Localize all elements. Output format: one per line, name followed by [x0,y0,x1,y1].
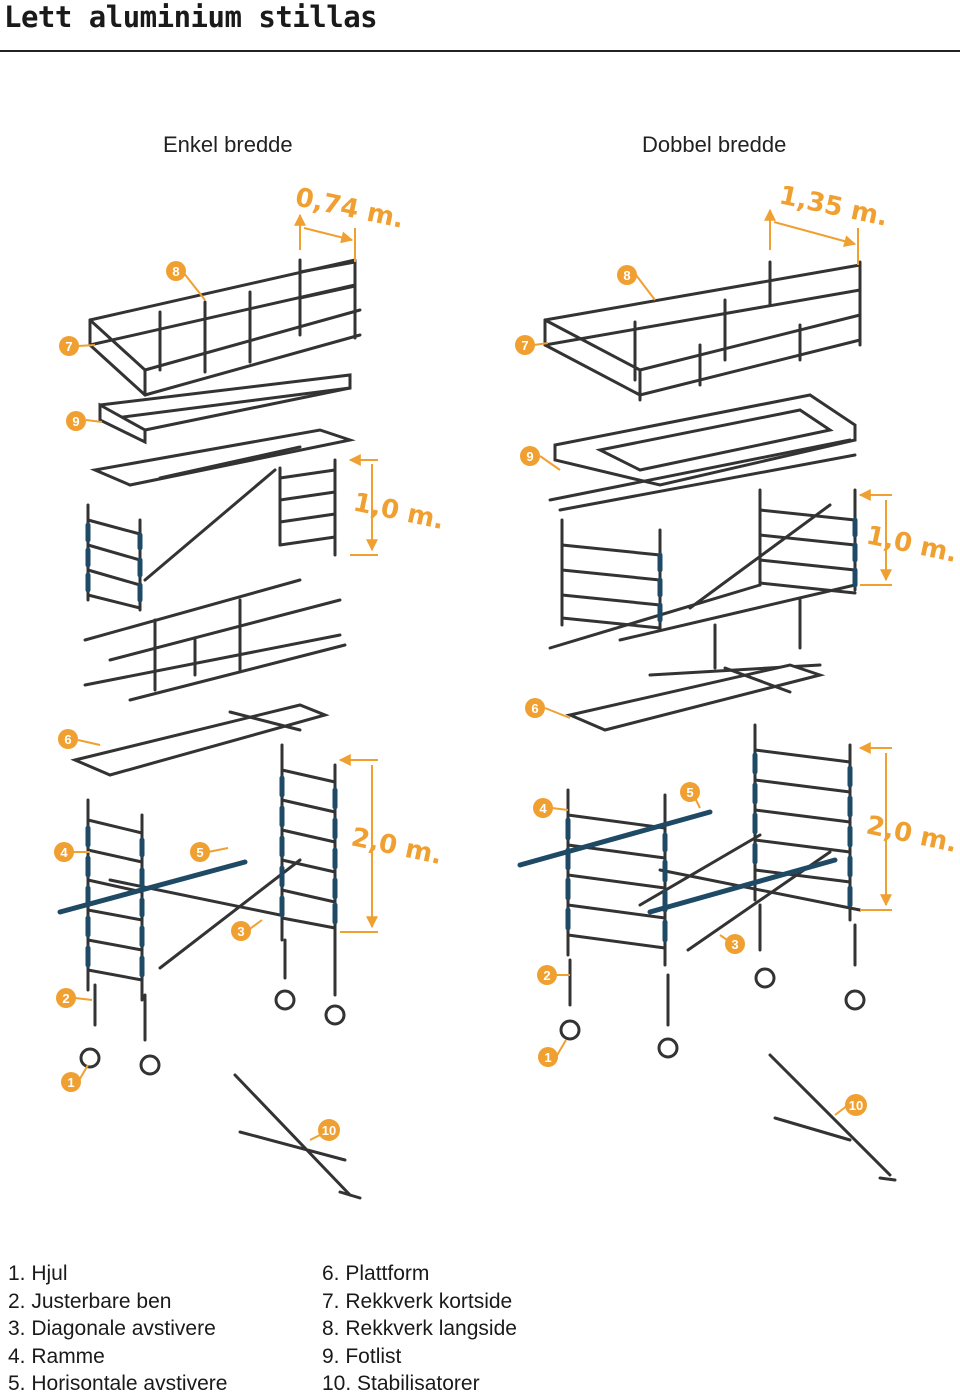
left-toeboard [98,373,352,445]
dim-frame-large-left: 2,0 m. [349,823,445,871]
svg-text:4: 4 [539,801,547,816]
right-guardrail-assembly [543,260,862,402]
left-guardrail-assembly [88,258,362,397]
double-width-heading: Dobbel bredde [642,132,787,157]
dim-double-width: 1,35 m. [777,181,891,233]
legend-item: 6. Plattform [322,1262,430,1285]
callout-badge: 9 [66,411,86,431]
svg-text:1: 1 [544,1050,551,1065]
callout-badge: 5 [190,842,210,862]
left-top-platform [89,428,356,487]
svg-text:6: 6 [64,732,71,747]
legend-left-column: 1. Hjul 2. Justerbare ben 3. Diagonale a… [8,1260,227,1398]
scaffold-exploded-diagram: 0,74 m. 1,35 m. 1,0 m. 1,0 m. 2,0 m. 2,0… [54,181,960,1200]
right-tall-frames [566,723,862,967]
right-platform [565,663,826,732]
callout-badge: 3 [231,921,251,941]
legend-item: 8. Rekkverk langside [322,1317,517,1340]
callout-badge: 6 [525,698,545,718]
svg-text:3: 3 [237,924,244,939]
callout-badge: 7 [515,335,535,355]
callout-badge: 5 [680,782,700,802]
callout-badge: 3 [725,934,745,954]
svg-text:5: 5 [686,785,693,800]
right-toeboard [553,393,857,487]
left-mid-guardrails [83,578,347,702]
legend-right-column: 6. Plattform 7. Rekkverk kortside 8. Rek… [322,1260,517,1398]
callout-badge: 1 [538,1047,558,1067]
legend-item: 9. Fotlist [322,1344,402,1368]
callout-badge: 8 [166,261,186,281]
left-platform [70,703,330,777]
svg-text:4: 4 [60,845,68,860]
dim-frame-small-left: 1,0 m. [351,488,447,536]
single-width-heading: Enkel bredde [163,132,293,157]
svg-text:2: 2 [62,991,69,1006]
svg-text:10: 10 [849,1098,863,1113]
callout-badge: 10 [845,1094,867,1116]
callout-badge: 8 [617,265,637,285]
callout-badge: 2 [537,965,557,985]
svg-text:9: 9 [72,414,79,429]
legend-item: 1. Hjul [8,1262,68,1285]
callout-badge: 4 [54,842,74,862]
callout-badge: 1 [61,1072,81,1092]
right-legs-wheels [559,903,866,1059]
callout-badge: 6 [58,729,78,749]
svg-text:7: 7 [65,339,72,354]
svg-text:5: 5 [196,845,203,860]
legend-item: 7. Rekkverk kortside [322,1289,513,1313]
legend-item: 10. Stabilisatorer [322,1372,480,1395]
legend-item: 5. Horisontale avstivere [8,1372,228,1395]
dim-single-width: 0,74 m. [293,183,407,235]
svg-text:7: 7 [521,338,528,353]
title-divider [0,50,960,52]
callout-badge: 9 [520,446,540,466]
svg-text:1: 1 [67,1075,74,1090]
svg-text:6: 6 [531,701,538,716]
right-stabilizer [768,1053,897,1182]
dim-frame-small-right: 1,0 m. [864,521,960,569]
callout-badge: 2 [56,988,76,1008]
left-callouts: 8 7 9 6 4 5 3 2 1 10 [54,261,340,1141]
svg-text:2: 2 [543,968,550,983]
svg-text:8: 8 [172,264,179,279]
callout-badge: 10 [318,1119,340,1141]
legend-item: 2. Justerbare ben [8,1289,172,1313]
left-stabilizer [233,1073,362,1200]
page-title: Lett aluminium stillas [4,0,378,34]
svg-text:3: 3 [731,937,738,952]
legend-item: 3. Diagonale avstivere [8,1317,216,1340]
svg-text:8: 8 [623,268,630,283]
left-legs-wheels [79,938,346,1076]
legend-item: 4. Ramme [8,1344,105,1368]
svg-text:10: 10 [322,1123,336,1138]
callout-badge: 4 [533,798,553,818]
right-callouts: 8 7 9 6 4 5 3 2 1 10 [515,265,867,1116]
dim-frame-large-right: 2,0 m. [864,811,960,859]
callout-badge: 7 [59,336,79,356]
svg-text:9: 9 [526,449,533,464]
